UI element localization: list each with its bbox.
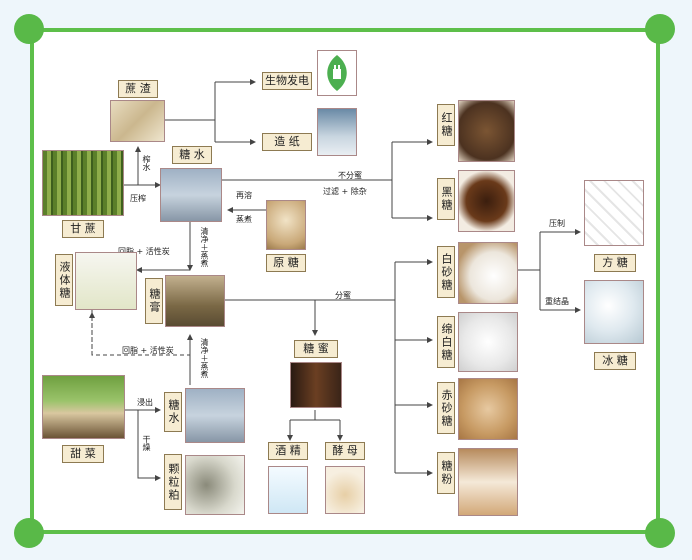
node-tangshui-bottom: 糖水	[164, 392, 182, 432]
sugar-beet-image	[42, 375, 125, 439]
node-tangmi: 糖 蜜	[294, 340, 338, 358]
bagasse-image	[110, 100, 165, 142]
pellet-image	[185, 455, 245, 515]
node-keli: 颗粒粕	[164, 454, 182, 510]
node-fangtang: 方 糖	[594, 254, 636, 272]
node-hongtang: 红糖	[437, 104, 455, 146]
node-zhezha: 蔗 渣	[118, 80, 158, 98]
node-tanggao: 糖膏	[145, 278, 163, 324]
edge-label-fenmi: 分蜜	[335, 290, 351, 301]
node-bingtang: 冰 糖	[594, 352, 636, 370]
white-sugar-image	[458, 242, 518, 304]
edge-label-qingjing1: 清净＋蒸煮	[199, 227, 210, 267]
plug-leaf-icon	[318, 51, 356, 95]
edge-label-chongjiejing: 重结晶	[545, 296, 569, 307]
beet-juice-image	[185, 388, 245, 443]
edge-label-burong: 不分蜜	[338, 170, 362, 181]
black-sugar-image	[458, 170, 515, 232]
liquid-sugar-image	[75, 252, 137, 310]
brown-sugar-image	[458, 100, 515, 162]
molasses-image	[290, 362, 342, 408]
node-yetitang: 液体糖	[55, 254, 73, 306]
edge-label-yazhi: 压制	[549, 218, 565, 229]
massecuite-image	[165, 275, 225, 327]
powdered-sugar-image	[458, 448, 518, 516]
node-shengwu: 生物发电	[262, 72, 312, 90]
node-mianbaitang: 绵白糖	[437, 316, 455, 368]
node-jiaomu: 酵 母	[325, 442, 365, 460]
node-jiujing: 酒 精	[268, 442, 308, 460]
node-baishatang: 白砂糖	[437, 246, 455, 298]
node-heitang: 黑糖	[437, 178, 455, 220]
yeast-image	[325, 466, 365, 514]
edge-label-jinchu: 浸出	[137, 397, 153, 408]
node-tiancai: 甜 菜	[62, 445, 104, 463]
paper-mill-image	[317, 108, 357, 156]
node-yuantang: 原 糖	[266, 254, 306, 272]
raw-sugar-image	[266, 200, 306, 250]
edge-label-zhashui: 榨水	[141, 155, 152, 171]
node-tangfen: 糖粉	[437, 452, 455, 494]
node-ganzhe: 甘 蔗	[62, 220, 104, 238]
edge-label-ganzao: 干燥	[141, 435, 152, 451]
edge-label-guolv: 过滤 + 除杂	[323, 186, 367, 197]
edge-label-huitang2: 回脂 + 活性炭	[122, 345, 174, 356]
green-energy-image	[317, 50, 357, 96]
node-tangshui-top: 糖 水	[172, 146, 212, 164]
sugar-cube-image	[584, 180, 644, 246]
edge-label-yazha: 压榨	[130, 193, 146, 204]
red-granulated-sugar-image	[458, 378, 518, 440]
edge-label-zairong: 再溶	[236, 190, 252, 201]
sugarcane-image	[42, 150, 124, 216]
node-chishatang: 赤砂糖	[437, 382, 455, 434]
alcohol-image	[268, 466, 308, 514]
press-machine-image	[160, 168, 222, 222]
edge-label-qingjing2: 清净＋蒸煮	[199, 338, 210, 378]
edge-label-zhengzhu: 蒸煮	[236, 214, 252, 225]
soft-white-sugar-image	[458, 312, 518, 372]
rock-sugar-image	[584, 280, 644, 344]
node-zaozhi: 造 纸	[262, 133, 312, 151]
